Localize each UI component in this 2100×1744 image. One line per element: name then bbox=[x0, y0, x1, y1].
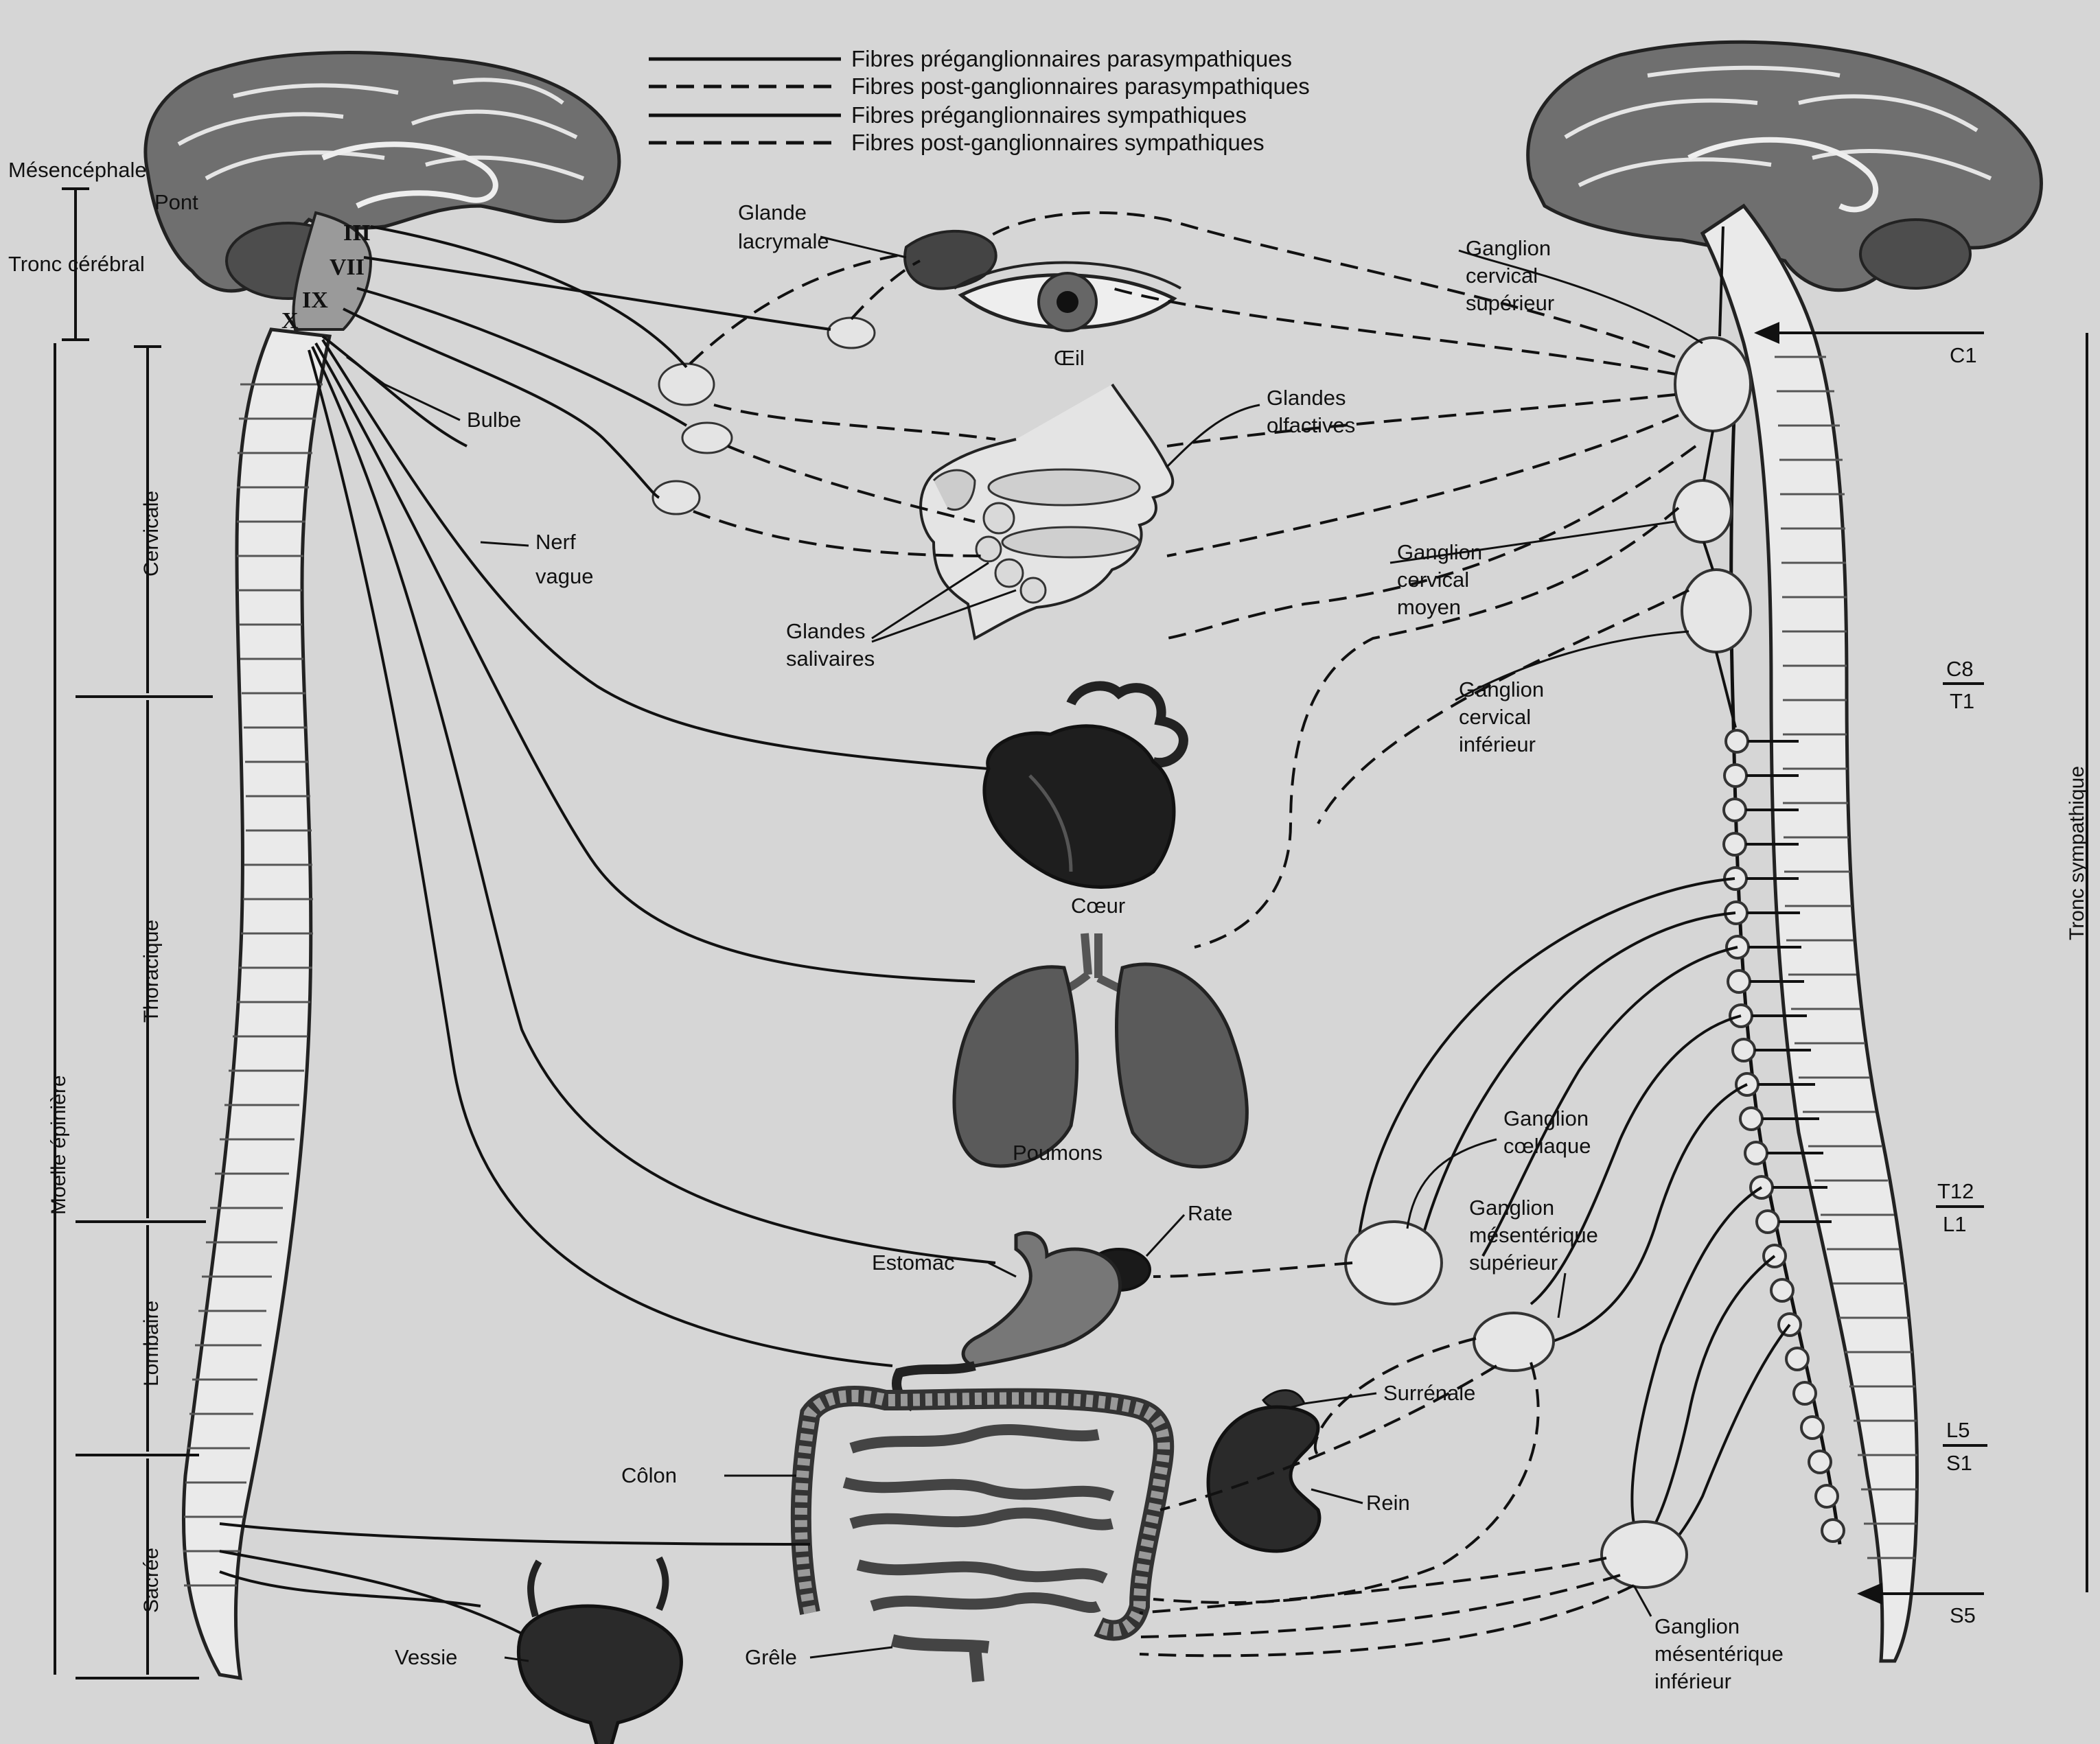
label-coeur: Cœur bbox=[1071, 894, 1125, 918]
label-colon: Côlon bbox=[621, 1463, 677, 1487]
label-ganglion-mesenterique-sup-1: Ganglion bbox=[1469, 1196, 1554, 1220]
label-nerf: Nerf bbox=[535, 530, 576, 554]
label-ganglion-cervical-inf-2: cervical bbox=[1459, 705, 1531, 729]
cranial-nerve-ix: IX bbox=[302, 288, 328, 313]
cranial-nerve-vii: VII bbox=[330, 255, 365, 280]
label-ganglion-cervical-sup-3: supérieur bbox=[1466, 291, 1554, 315]
label-lombaire: Lombaire bbox=[140, 1301, 163, 1386]
label-vessie: Vessie bbox=[395, 1645, 457, 1669]
legend-item-3: Fibres préganglionnaires sympathiques bbox=[851, 102, 1247, 128]
label-ganglion-cervical-moyen-3: moyen bbox=[1397, 595, 1461, 619]
label-ganglion-coeliaque-1: Ganglion bbox=[1503, 1106, 1589, 1130]
label-moelle-epiniere: Moelle épinière bbox=[47, 1076, 70, 1215]
label-glandes-salivaires-2: salivaires bbox=[786, 647, 875, 671]
label-ganglion-cervical-inf-3: inférieur bbox=[1459, 732, 1536, 756]
label-ganglion-coeliaque-2: cœliaque bbox=[1503, 1134, 1591, 1158]
label-oeil: Œil bbox=[1054, 346, 1085, 370]
level-c1: C1 bbox=[1950, 343, 1977, 367]
label-thoracique: Thoracique bbox=[140, 920, 163, 1023]
level-t1: T1 bbox=[1950, 689, 1974, 713]
label-rein: Rein bbox=[1366, 1491, 1410, 1515]
label-mesencephale: Mésencéphale bbox=[8, 158, 147, 182]
level-s5: S5 bbox=[1950, 1603, 1976, 1627]
label-ganglion-mesenterique-sup-3: supérieur bbox=[1469, 1251, 1558, 1275]
label-ganglion-cervical-sup-2: cervical bbox=[1466, 264, 1538, 288]
label-glandes-salivaires-1: Glandes bbox=[786, 619, 865, 643]
level-t12: T12 bbox=[1937, 1179, 1974, 1203]
label-glande-2: lacrymale bbox=[738, 229, 829, 253]
label-poumons: Poumons bbox=[1013, 1141, 1103, 1165]
label-surrenale: Surrénale bbox=[1383, 1381, 1475, 1405]
label-glandes-olfactives-2: olfactives bbox=[1267, 413, 1355, 437]
label-pont: Pont bbox=[154, 190, 198, 214]
label-bulbe: Bulbe bbox=[467, 408, 521, 432]
label-cervicale: Cervicale bbox=[140, 491, 163, 577]
label-rate: Rate bbox=[1188, 1201, 1232, 1225]
label-ganglion-mesenterique-inf-1: Ganglion bbox=[1654, 1614, 1740, 1638]
level-s1: S1 bbox=[1946, 1451, 1972, 1475]
legend-item-1: Fibres préganglionnaires parasympathique… bbox=[851, 46, 1292, 71]
cranial-nerve-iii: III bbox=[343, 220, 371, 246]
label-ganglion-mesenterique-inf-2: mésentérique bbox=[1654, 1642, 1784, 1666]
label-glandes-olfactives-1: Glandes bbox=[1267, 386, 1346, 410]
label-ganglion-mesenterique-sup-2: mésentérique bbox=[1469, 1223, 1598, 1247]
label-glande-1: Glande bbox=[738, 200, 807, 224]
cranial-nerve-x: X bbox=[281, 308, 299, 334]
label-ganglion-cervical-moyen-2: cervical bbox=[1397, 568, 1469, 592]
level-l1: L1 bbox=[1943, 1212, 1966, 1236]
level-c8: C8 bbox=[1946, 657, 1974, 681]
legend-item-2: Fibres post-ganglionnaires parasympathiq… bbox=[851, 73, 1310, 99]
label-ganglion-mesenterique-inf-3: inférieur bbox=[1654, 1669, 1731, 1693]
label-ganglion-cervical-inf-1: Ganglion bbox=[1459, 677, 1544, 701]
level-l5: L5 bbox=[1946, 1418, 1970, 1442]
label-grele: Grêle bbox=[745, 1645, 797, 1669]
legend-item-4: Fibres post-ganglionnaires sympathiques bbox=[851, 130, 1265, 155]
label-sacree: Sacrée bbox=[140, 1548, 163, 1613]
label-estomac: Estomac bbox=[872, 1251, 955, 1275]
label-tronc-sympathique: Tronc sympathique bbox=[2066, 766, 2088, 940]
label-vague: vague bbox=[535, 564, 593, 588]
